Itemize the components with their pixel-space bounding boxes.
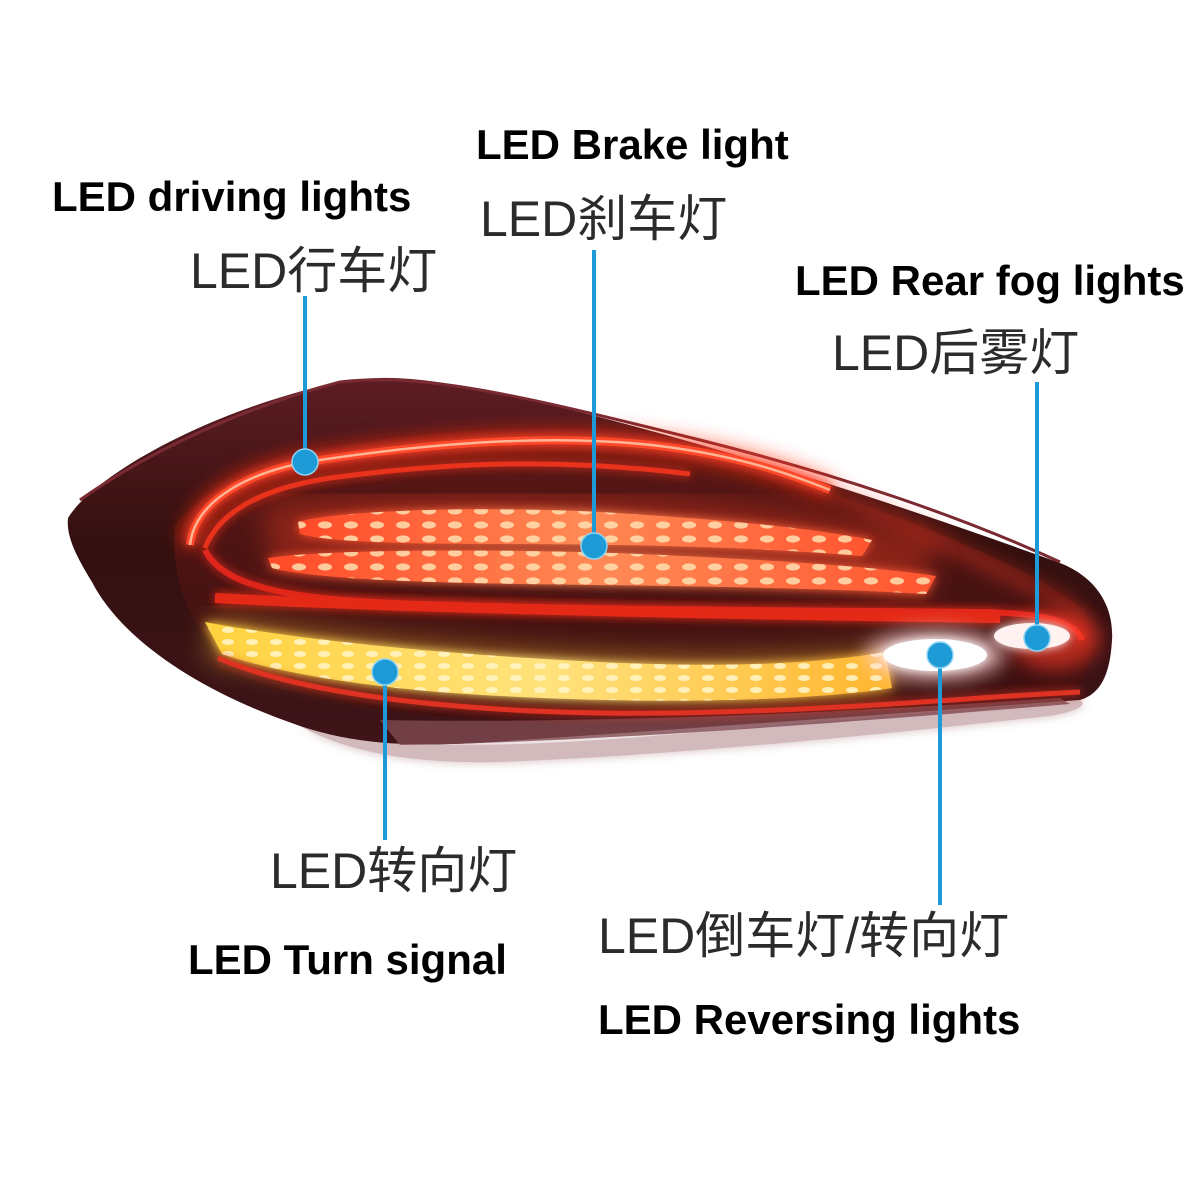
callouts	[291, 250, 1051, 905]
driving-callout-dot	[291, 448, 319, 476]
reversing-label-cn: LED倒车灯/转向灯	[598, 908, 1010, 964]
driving-label-cn: LED行车灯	[190, 243, 438, 299]
turn-label-cn: LED转向灯	[270, 843, 518, 899]
turn-signal-lower-red-edge	[217, 655, 1081, 716]
housing-lower-band	[380, 698, 1070, 745]
fog-label-cn: LED后雾灯	[832, 325, 1080, 381]
brake-label-cn: LED刹车灯	[480, 191, 728, 247]
driving-light-outer-core	[188, 439, 831, 546]
reversing-label-en: LED Reversing lights	[598, 996, 1021, 1043]
turn-label-en: LED Turn signal	[188, 936, 507, 983]
housing-chrome-reflection	[300, 700, 1083, 763]
brake-strip-lower-leds	[268, 550, 936, 594]
brake-callout-dot	[580, 532, 608, 560]
housing-top-edge	[79, 378, 1061, 564]
brake-light	[214, 492, 1001, 623]
driving-light	[178, 428, 1091, 642]
brake-strip-upper-leds	[298, 509, 872, 556]
brake-red-band	[214, 593, 1001, 623]
fog-label-en: LED Rear fog lights	[795, 257, 1185, 304]
turn-callout-dot	[371, 658, 399, 686]
fog-callout-dot	[1023, 624, 1051, 652]
reversing-callout-dot	[926, 641, 954, 669]
brake-label-en: LED Brake light	[476, 121, 789, 168]
driving-label-en: LED driving lights	[52, 173, 412, 220]
